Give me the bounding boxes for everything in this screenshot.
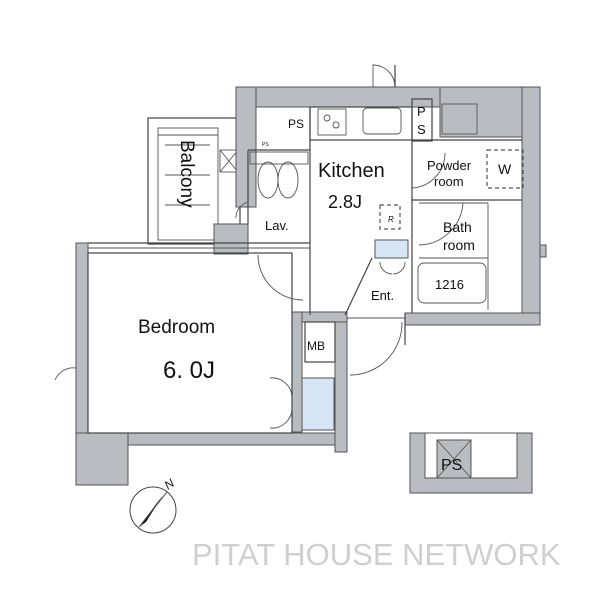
- stove: [317, 108, 347, 136]
- ps-kitchen-label-2: S: [417, 122, 426, 137]
- outside-pipe-shaft: [409, 432, 533, 494]
- watermark: PITAT HOUSE NETWORK: [192, 537, 561, 572]
- outside-ps-label: PS: [441, 457, 462, 474]
- doors: [54, 64, 464, 429]
- lav-label: Lav.: [265, 218, 289, 233]
- kitchen-size: 2.8J: [328, 192, 362, 212]
- walls: [75, 86, 547, 486]
- sink: [362, 107, 402, 135]
- entrance-label: Ent.: [371, 288, 394, 303]
- bath-room-label-1: Bath: [443, 219, 472, 235]
- bathtub: [417, 262, 487, 304]
- shoe-box: [374, 239, 409, 259]
- powder-room-label-2: room: [434, 174, 464, 189]
- washer-label: W: [498, 161, 512, 177]
- fridge-label: R: [388, 215, 394, 224]
- bathtub-label: 1216: [435, 277, 464, 292]
- bedroom-label: Bedroom: [138, 317, 215, 338]
- washer-space: [486, 149, 524, 189]
- lav-storage: [249, 151, 309, 199]
- balcony: Balcony: [147, 117, 241, 245]
- kitchen-counter: [309, 98, 524, 230]
- balcony-label: Balcony: [176, 140, 197, 208]
- kitchen-label: Kitchen: [318, 160, 385, 182]
- interior-walls: [87, 107, 522, 434]
- closet: [301, 377, 335, 431]
- ps-label: PS: [288, 117, 304, 131]
- ps-kitchen-label-1: P: [417, 104, 426, 119]
- bath-room-label-2: room: [443, 237, 475, 253]
- fridge-space: [379, 204, 401, 230]
- washbasin: [441, 103, 478, 135]
- mb-label: MB: [307, 339, 325, 353]
- bedroom-size: 6. 0J: [163, 357, 215, 384]
- powder-room-label-1: Powder: [427, 158, 472, 173]
- meter-box: [304, 321, 336, 363]
- pipe-shaft: [411, 98, 433, 142]
- compass-icon: N: [129, 476, 177, 534]
- ps-small-label: PS: [262, 142, 269, 148]
